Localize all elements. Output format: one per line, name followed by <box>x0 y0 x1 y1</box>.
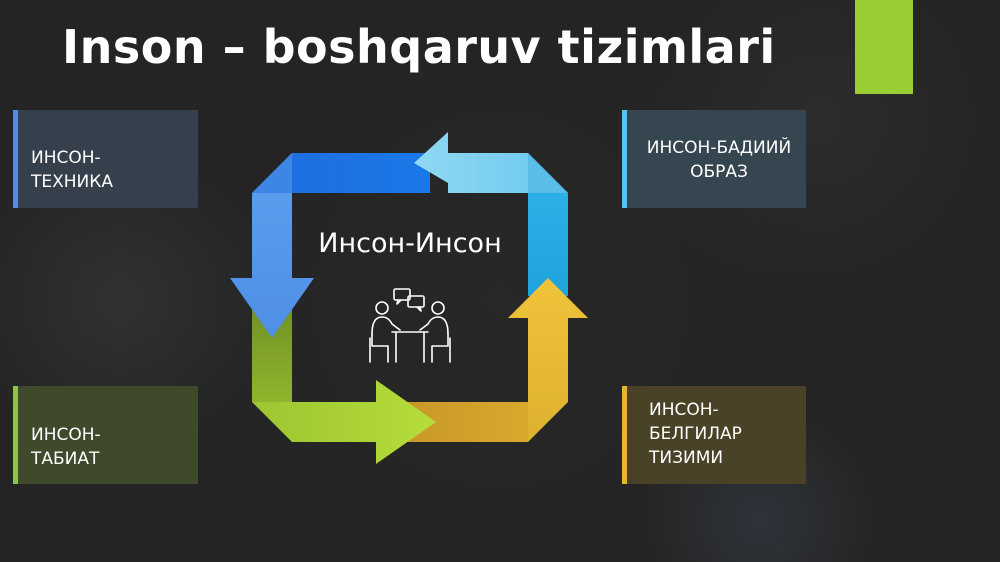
box-label: ИНСОН- БЕЛГИЛАР ТИЗИМИ <box>649 400 742 468</box>
box-label: ИНСОН- ТЕХНИКА <box>31 148 113 192</box>
box-inson-texnika: ИНСОН- ТЕХНИКА <box>13 110 198 208</box>
corner-top-right <box>528 153 568 193</box>
arrow-bottom-green <box>252 380 436 464</box>
box-label: ИНСОН- ТАБИАТ <box>31 425 101 469</box>
box-inson-tabiat: ИНСОН- ТАБИАТ <box>13 386 198 484</box>
people-meeting-icon <box>369 288 451 363</box>
box-inson-belgilar-tizimi: ИНСОН- БЕЛГИЛАР ТИЗИМИ <box>622 386 806 484</box>
box-inson-badiiy-obraz: ИНСОН-БАДИИЙ ОБРАЗ <box>622 110 806 208</box>
center-label: Инсон-Инсон <box>318 228 502 259</box>
arrow-left-green-bar <box>252 300 292 402</box>
box-accent-edge <box>13 386 18 484</box>
box-accent-edge <box>622 110 627 208</box>
arrow-right-yellow <box>508 278 588 442</box>
corner-top-left <box>252 153 292 193</box>
box-accent-edge <box>13 110 18 208</box>
arrow-top-blue-bar <box>292 153 430 193</box>
arrow-bottom-yellow-bar <box>400 402 528 442</box>
slide-title: Inson – boshqaruv tizimlari <box>62 20 776 74</box>
arrow-right-blue-bar <box>528 193 568 296</box>
arrow-left-blue <box>230 153 314 338</box>
box-accent-edge <box>622 386 627 484</box>
box-label: ИНСОН-БАДИИЙ ОБРАЗ <box>646 138 792 182</box>
accent-bar <box>855 0 913 94</box>
